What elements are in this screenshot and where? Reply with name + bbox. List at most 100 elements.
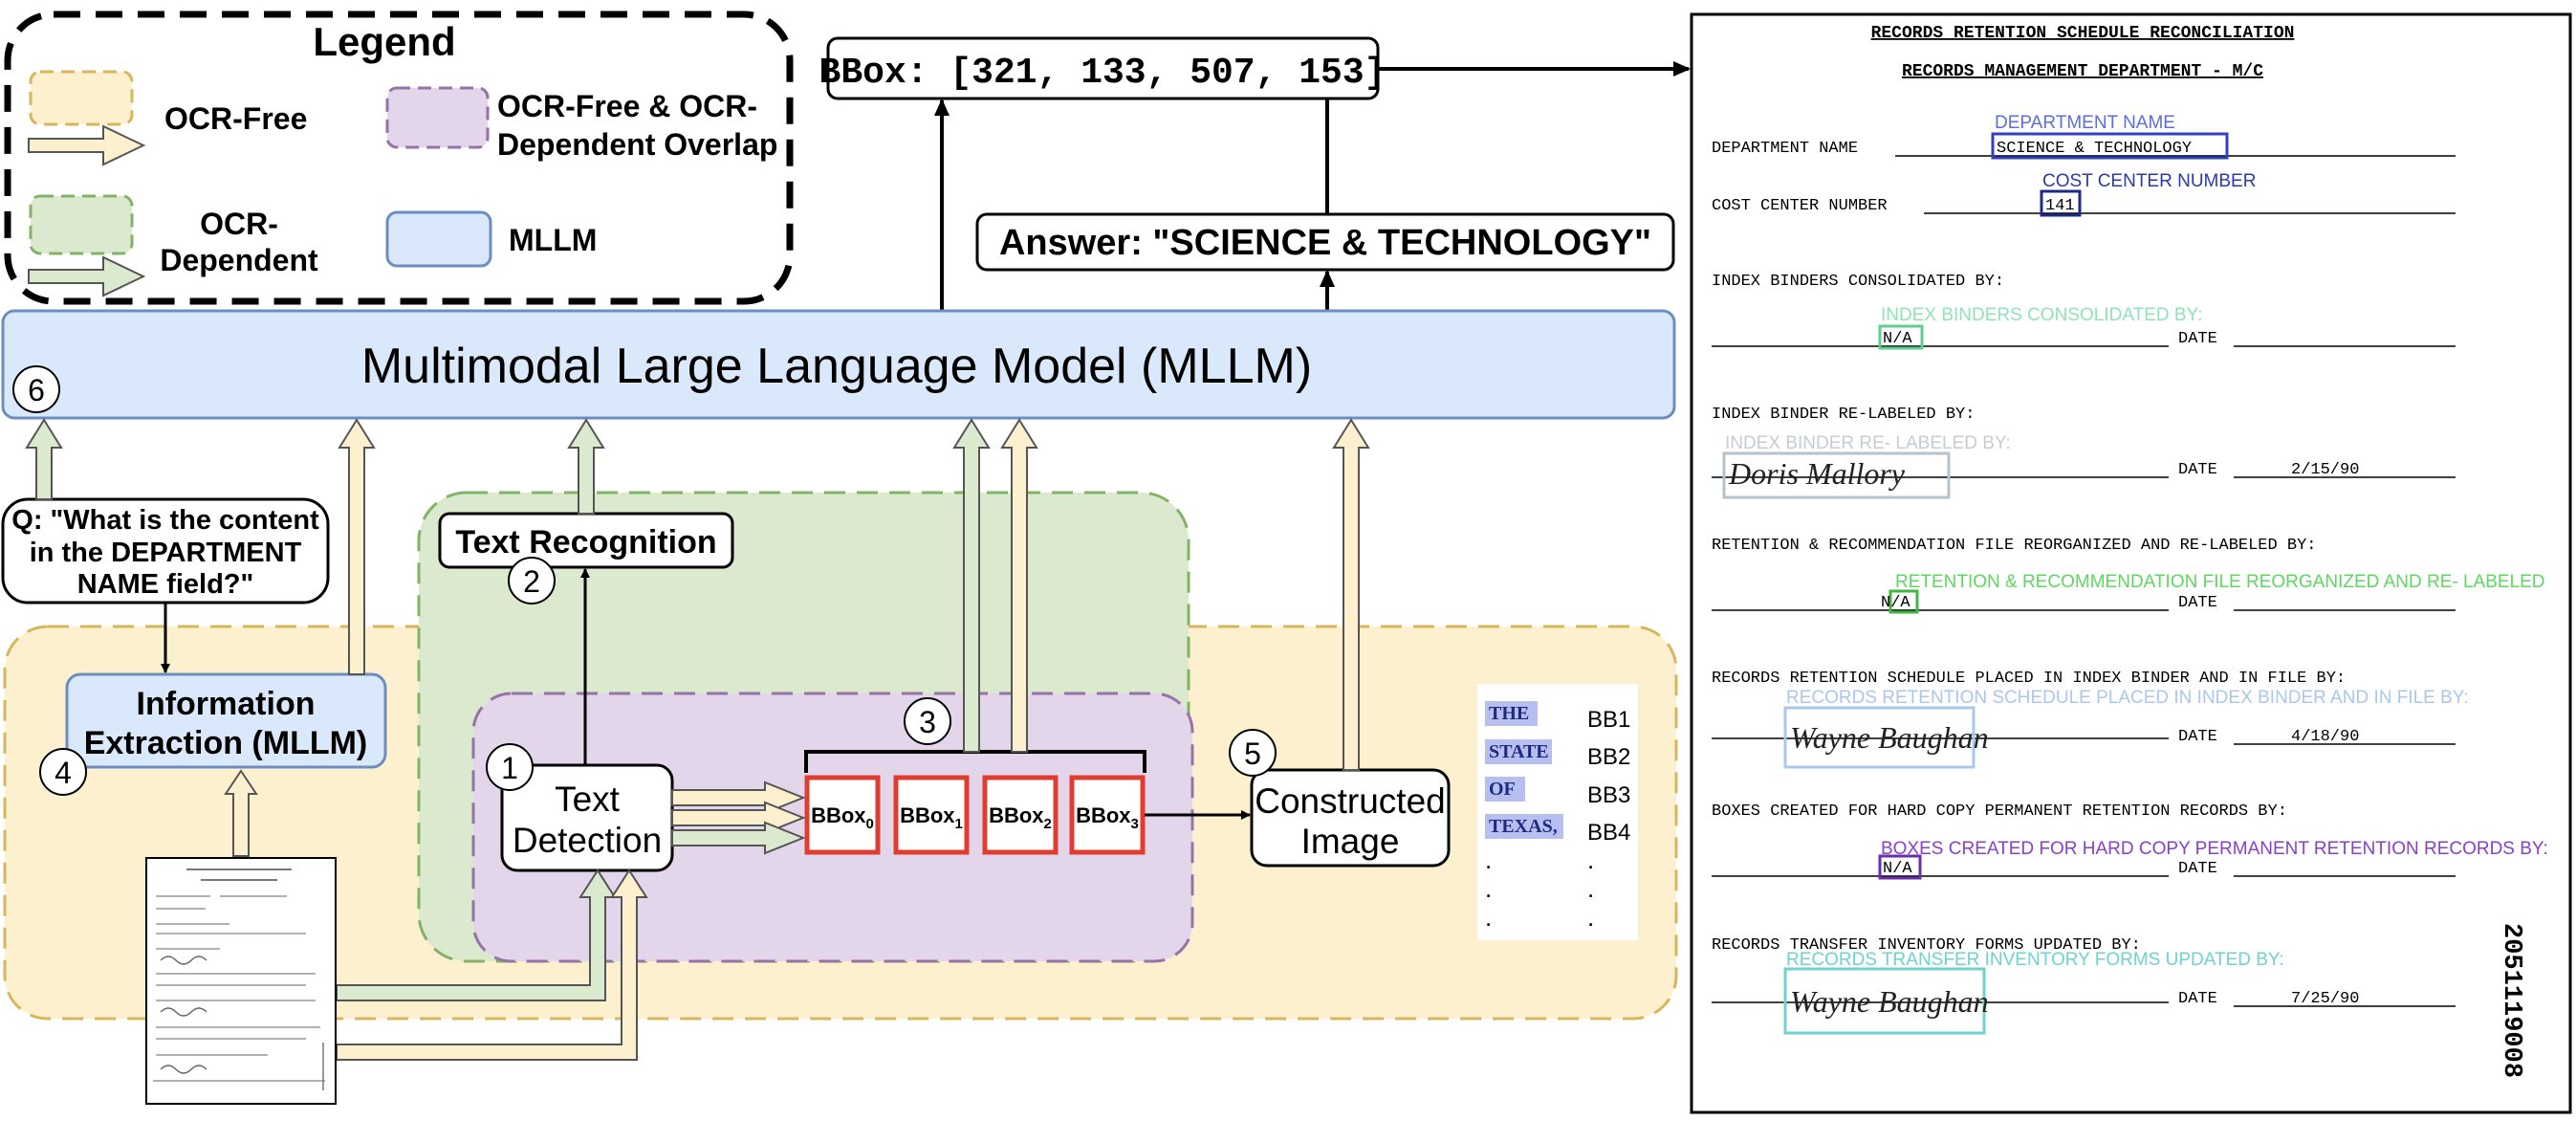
doc-to-detection-green-arrow (336, 868, 617, 1001)
bbox-0: BBox0 (804, 775, 881, 855)
step-2-number: 2 (523, 564, 540, 599)
token-word-1: THE (1489, 703, 1529, 724)
bbox-3-label: BBox (1076, 803, 1131, 827)
question-line-3: NAME field?" (77, 569, 254, 600)
constructed-token-panel: THE STATE OF TEXAS, BB1 BB2 BB3 BB4 . . … (1477, 684, 1638, 940)
text-recognition-label: Text Recognition (455, 524, 716, 560)
document-thumbnail (145, 857, 337, 1105)
token-dot-1: . (1485, 846, 1492, 874)
doc-to-detection-yellow-arrow (336, 868, 648, 1061)
detection-to-bbox-arrow-3 (671, 821, 806, 855)
legend-overlap-swatch (385, 86, 490, 149)
token-word-2: STATE (1489, 741, 1549, 762)
token-label-2: BB2 (1587, 744, 1630, 770)
doc-transfer-tag: RECORDS TRANSFER INVENTORY FORMS UPDATED… (1786, 950, 2284, 970)
doc-transfer-signature: Wayne Baughan (1790, 984, 1989, 1019)
info-extraction-line-1: Information (137, 686, 316, 722)
doc-schedule-label: RECORDS RETENTION SCHEDULE PLACED IN IND… (1712, 670, 2346, 688)
token-label-3: BB3 (1587, 782, 1630, 808)
answer-output-text: Answer: "SCIENCE & TECHNOLOGY" (999, 223, 1651, 263)
doc-relabel-label: INDEX BINDER RE-LABELED BY: (1712, 406, 1975, 424)
doc-schedule-date-label: DATE (2178, 728, 2217, 746)
info-extraction-box (65, 672, 387, 769)
doc-dept-value-box (1991, 132, 2229, 160)
step-1-marker (486, 743, 534, 791)
doc-index-date-label: DATE (2178, 330, 2217, 348)
doc-schedule-tag: RECORDS RETENTION SCHEDULE PLACED IN IND… (1786, 688, 2469, 708)
bbox-1-label: BBox (900, 803, 955, 827)
doc-relabel-date: 2/15/90 (2291, 461, 2359, 479)
question-line-1: Q: "What is the content (11, 505, 319, 536)
token-word-4: TEXAS, (1489, 816, 1558, 837)
legend-mllm-label: MLLM (509, 223, 597, 257)
bbox-0-label: BBox (811, 803, 866, 827)
info-extraction-line-2: Extraction (MLLM) (84, 725, 368, 761)
doc-relabel-signature: Doris Mallory (1728, 456, 1906, 491)
token-word-3: OF (1489, 779, 1516, 800)
step-5-marker (1229, 729, 1277, 777)
legend-ocr-free-arrow (28, 124, 146, 166)
doc-relabel-date-label: DATE (2178, 461, 2217, 479)
doc-boxes-date-label: DATE (2178, 860, 2217, 878)
bbox-3: BBox3 (1069, 775, 1146, 855)
question-line-2: in the DEPARTMENT (30, 538, 302, 568)
bbox-output-text: BBox: [321, 133, 507, 153] (819, 53, 1386, 94)
token-dot-2: . (1485, 874, 1492, 903)
step-1-number: 1 (501, 751, 518, 785)
text-detection-line-1: Text (555, 780, 621, 819)
doc-retention-date-label: DATE (2178, 594, 2217, 612)
token-dot-3: . (1485, 903, 1492, 932)
mllm-bar (1, 309, 1676, 420)
doc-dept-label: DEPARTMENT NAME (1712, 140, 1858, 158)
token-dot-6: . (1587, 903, 1594, 932)
bbox-2-sub: 2 (1044, 816, 1052, 832)
doc-transfer-label: RECORDS TRANSFER INVENTORY FORMS UPDATED… (1712, 936, 2141, 955)
step-2-marker (508, 557, 556, 604)
constructed-image-line-2: Image (1301, 822, 1400, 861)
legend-ocr-dependent-arrow (28, 255, 146, 297)
legend: Legend OCR-Free OCR- Dependent OCR-Free … (4, 11, 794, 305)
legend-overlap-label-2: Dependent Overlap (497, 127, 777, 162)
hollow-arrows (25, 418, 1370, 1061)
doc-to-info-arrow (224, 769, 258, 857)
bbox-3-sub: 3 (1131, 816, 1139, 832)
constructed-image-line-1: Constructed (1255, 781, 1446, 821)
recognition-to-mllm-arrow (567, 418, 605, 515)
doc-transfer-date: 7/25/90 (2291, 990, 2359, 1008)
text-detection-line-2: Detection (513, 821, 662, 860)
legend-ocr-dependent-label-2: Dependent (160, 243, 318, 277)
step-3-marker (904, 697, 951, 745)
step-6-number: 6 (28, 373, 45, 407)
doc-subtitle: RECORDS MANAGEMENT DEPARTMENT - M/C (1902, 62, 2263, 81)
doc-boxes-label: BOXES CREATED FOR HARD COPY PERMANENT RE… (1712, 802, 2287, 821)
document-panel: RECORDS RETENTION SCHEDULE RECONCILIATIO… (1690, 12, 2572, 1114)
legend-overlap-label-1: OCR-Free & OCR- (497, 89, 757, 123)
doc-cost-tag: COST CENTER NUMBER (2042, 171, 2256, 191)
doc-cost-label: COST CENTER NUMBER (1712, 197, 1888, 215)
bbox-2-label: BBox (989, 803, 1044, 827)
legend-mllm-swatch (385, 210, 492, 268)
constructed-to-mllm-arrow (1332, 418, 1370, 771)
legend-title: Legend (313, 19, 455, 64)
token-dot-5: . (1587, 874, 1594, 903)
doc-index-tag: INDEX BINDERS CONSOLIDATED BY: (1881, 305, 2202, 325)
question-to-mllm-arrow (25, 418, 63, 500)
doc-index-value-box (1878, 324, 1924, 350)
doc-cost-value: 141 (2045, 197, 2075, 215)
doc-transfer-date-label: DATE (2178, 990, 2217, 1008)
token-dot-4: . (1587, 846, 1594, 874)
doc-relabel-sig-box (1722, 451, 1951, 499)
doc-retention-value-box (1888, 589, 1919, 614)
step-4-number: 4 (55, 756, 72, 790)
bbox-to-mllm-green-arrow (952, 418, 991, 753)
info-to-mllm-arrow (338, 418, 376, 675)
token-label-1: BB1 (1587, 707, 1630, 733)
doc-boxes-tag: BOXES CREATED FOR HARD COPY PERMANENT RE… (1881, 839, 2548, 859)
doc-index-label: INDEX BINDERS CONSOLIDATED BY: (1712, 273, 2004, 291)
svg-text:BBox1: BBox1 (900, 803, 963, 832)
doc-dept-value: SCIENCE & TECHNOLOGY (1997, 140, 2192, 158)
step-4-marker (39, 748, 87, 796)
doc-retention-value: N/A (1881, 594, 1910, 612)
doc-retention-tag: RETENTION & RECOMMENDATION FILE REORGANI… (1895, 572, 2545, 592)
